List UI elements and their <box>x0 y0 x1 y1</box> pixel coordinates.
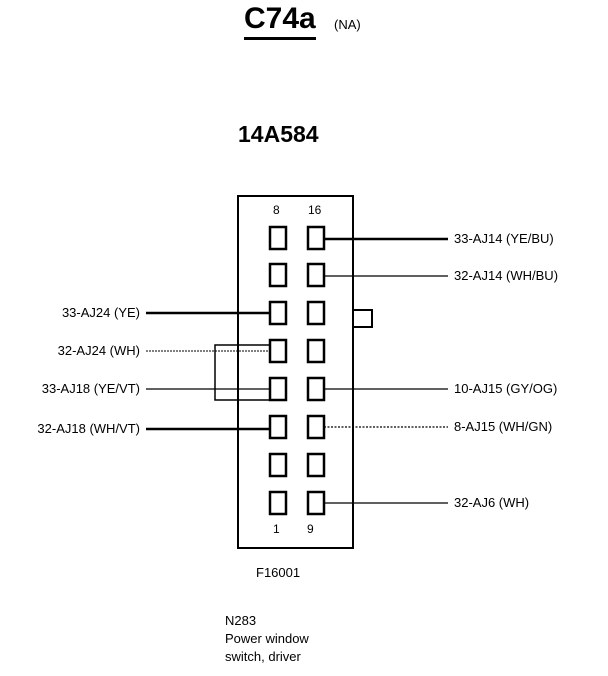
connector-id-title: C74a <box>244 2 316 40</box>
pin-4 <box>268 376 288 402</box>
component-info: N283 Power window switch, driver <box>225 612 309 666</box>
wire-label-right: 8-AJ15 (WH/GN) <box>454 419 553 434</box>
pin-10 <box>306 452 326 478</box>
pin-7 <box>268 262 288 288</box>
pin-16 <box>306 225 326 251</box>
pin-13 <box>306 338 326 364</box>
component-description-line1: Power window <box>225 631 309 646</box>
connector-housing <box>237 195 354 549</box>
pin-3 <box>268 414 288 440</box>
part-number: 14A584 <box>238 121 319 147</box>
pin-label-bottom-right: 9 <box>307 522 314 536</box>
pin-8 <box>268 225 288 251</box>
pin-14 <box>306 300 326 326</box>
pin-2 <box>268 452 288 478</box>
wire-label-right: 10-AJ15 (GY/OG) <box>454 381 558 396</box>
wire-label-right: 32-AJ6 (WH) <box>454 495 530 510</box>
wire-label-left: 32-AJ24 (WH) <box>57 343 140 358</box>
pin-12 <box>306 376 326 402</box>
figure-id: F16001 <box>256 565 301 580</box>
pin-11 <box>306 414 326 440</box>
component-description-line2: switch, driver <box>225 649 301 664</box>
wire-label-left: 33-AJ24 (YE) <box>61 305 140 320</box>
pin-label-top-left: 8 <box>273 203 280 217</box>
jumper-loop <box>214 344 270 401</box>
wire-label-right: 33-AJ14 (YE/BU) <box>454 231 554 246</box>
pin-label-top-right: 16 <box>308 203 322 217</box>
wire-label-left: 33-AJ18 (YE/VT) <box>41 381 140 396</box>
pin-15 <box>306 262 326 288</box>
wire-label-left: 32-AJ18 (WH/VT) <box>37 421 140 436</box>
wire-label-right: 32-AJ14 (WH/BU) <box>454 268 559 283</box>
pin-1 <box>268 490 288 516</box>
market-code: (NA) <box>334 17 361 32</box>
component-code: N283 <box>225 613 257 628</box>
pin-label-bottom-left: 1 <box>273 522 280 536</box>
pin-5 <box>268 338 288 364</box>
pin-9 <box>306 490 326 516</box>
locking-tab <box>353 309 373 328</box>
pin-6 <box>268 300 288 326</box>
